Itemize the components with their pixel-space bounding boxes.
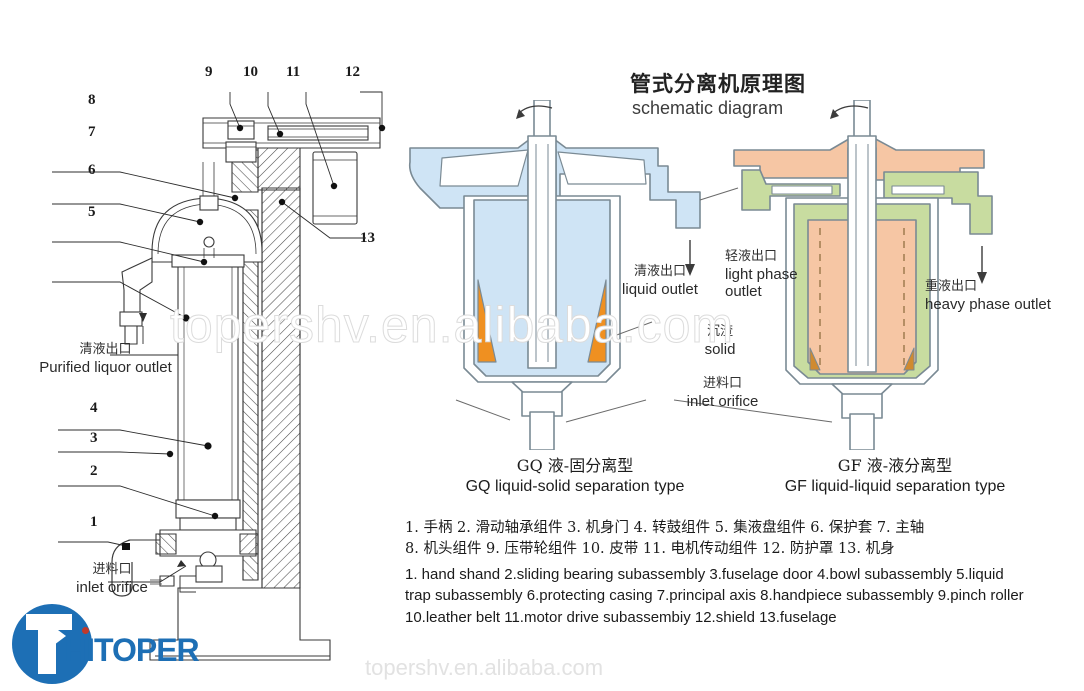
gf-schematic (673, 100, 993, 450)
label-inlet-orifice-machine: 进料口 inlet orifice (52, 562, 172, 596)
callout-number-6: 6 (88, 162, 96, 178)
callout-number-13: 13 (360, 230, 375, 246)
callout-number-12: 12 (345, 64, 360, 80)
caption-cn: GQ 液-固分离型 (516, 456, 634, 475)
label-en: light phase outlet (725, 265, 798, 301)
label-purified-liquor-outlet: 清液出口 Purified liquor outlet (18, 342, 193, 376)
label-cn: 清液出口 (79, 342, 132, 357)
label-cn: 沉渣 (706, 324, 733, 339)
callout-number-4: 4 (90, 400, 98, 416)
parts-list-cn-line-2: 8. 机头组件 9. 压带轮组件 10. 皮带 11. 电机传动组件 12. 防… (405, 541, 895, 558)
callout-number-1: 1 (90, 514, 98, 530)
label-cn: 进料口 (702, 376, 742, 391)
label-gq-liquid-outlet: 清液出口 liquid outlet (600, 264, 720, 298)
callout-number-7: 7 (88, 124, 96, 140)
callout-number-8: 8 (88, 92, 96, 108)
label-en: inlet orifice (686, 392, 759, 410)
logo-t-mark-icon (26, 614, 72, 674)
label-cn: 进料口 (92, 562, 132, 577)
logo-brand-text: HITOPER (64, 632, 200, 668)
caption-en: GQ liquid-solid separation type (465, 478, 685, 495)
label-gq-solid: 沉渣 solid (675, 324, 765, 358)
page-title-en: schematic diagram (632, 98, 784, 118)
label-gf-light-phase-outlet: 轻液出口 light phase outlet (725, 249, 830, 301)
label-en: liquid outlet (622, 280, 698, 298)
separator-schematics (408, 100, 993, 450)
caption-en: GF liquid-liquid separation type (784, 478, 1006, 495)
parts-list-en: 1. hand shand 2.sliding bearing subassem… (405, 566, 1024, 626)
label-en: heavy phase outlet (925, 295, 1051, 313)
label-cn: 清液出口 (633, 264, 686, 279)
label-gf-heavy-phase-outlet: 重液出口 heavy phase outlet (925, 279, 1084, 313)
parts-list: 1. 手柄 2. 滑动轴承组件 3. 机身门 4. 转鼓组件 5. 集液盘组件 … (405, 518, 1025, 628)
gq-schematic (408, 100, 701, 450)
callout-number-9: 9 (205, 64, 213, 80)
logo: HITOPER (6, 600, 200, 688)
label-en: inlet orifice (76, 578, 148, 596)
watermark-bottom: topershv.en.alibaba.com (365, 655, 604, 680)
page-title-cn: 管式分离机原理图 (630, 72, 806, 96)
label-gq-inlet-orifice: 进料口 inlet orifice (660, 376, 785, 410)
label-en: Purified liquor outlet (39, 358, 172, 376)
logo-accent-dot (82, 627, 89, 634)
label-cn: 重液出口 (925, 279, 978, 294)
caption-gq: GQ 液-固分离型 GQ liquid-solid separation typ… (420, 452, 730, 496)
callout-number-3: 3 (90, 430, 98, 446)
label-en: solid (704, 340, 736, 358)
callout-number-5: 5 (88, 204, 96, 220)
machine-cutaway-drawing (52, 91, 386, 661)
caption-gf: GF 液-液分离型 GF liquid-liquid separation ty… (740, 452, 1050, 496)
callout-number-2: 2 (90, 463, 98, 479)
caption-cn: GF 液-液分离型 (837, 456, 953, 475)
callout-number-10: 10 (243, 64, 258, 80)
parts-list-cn-line-1: 1. 手柄 2. 滑动轴承组件 3. 机身门 4. 转鼓组件 5. 集液盘组件 … (405, 520, 925, 536)
label-cn: 轻液出口 (725, 249, 778, 264)
callout-number-11: 11 (286, 64, 301, 80)
